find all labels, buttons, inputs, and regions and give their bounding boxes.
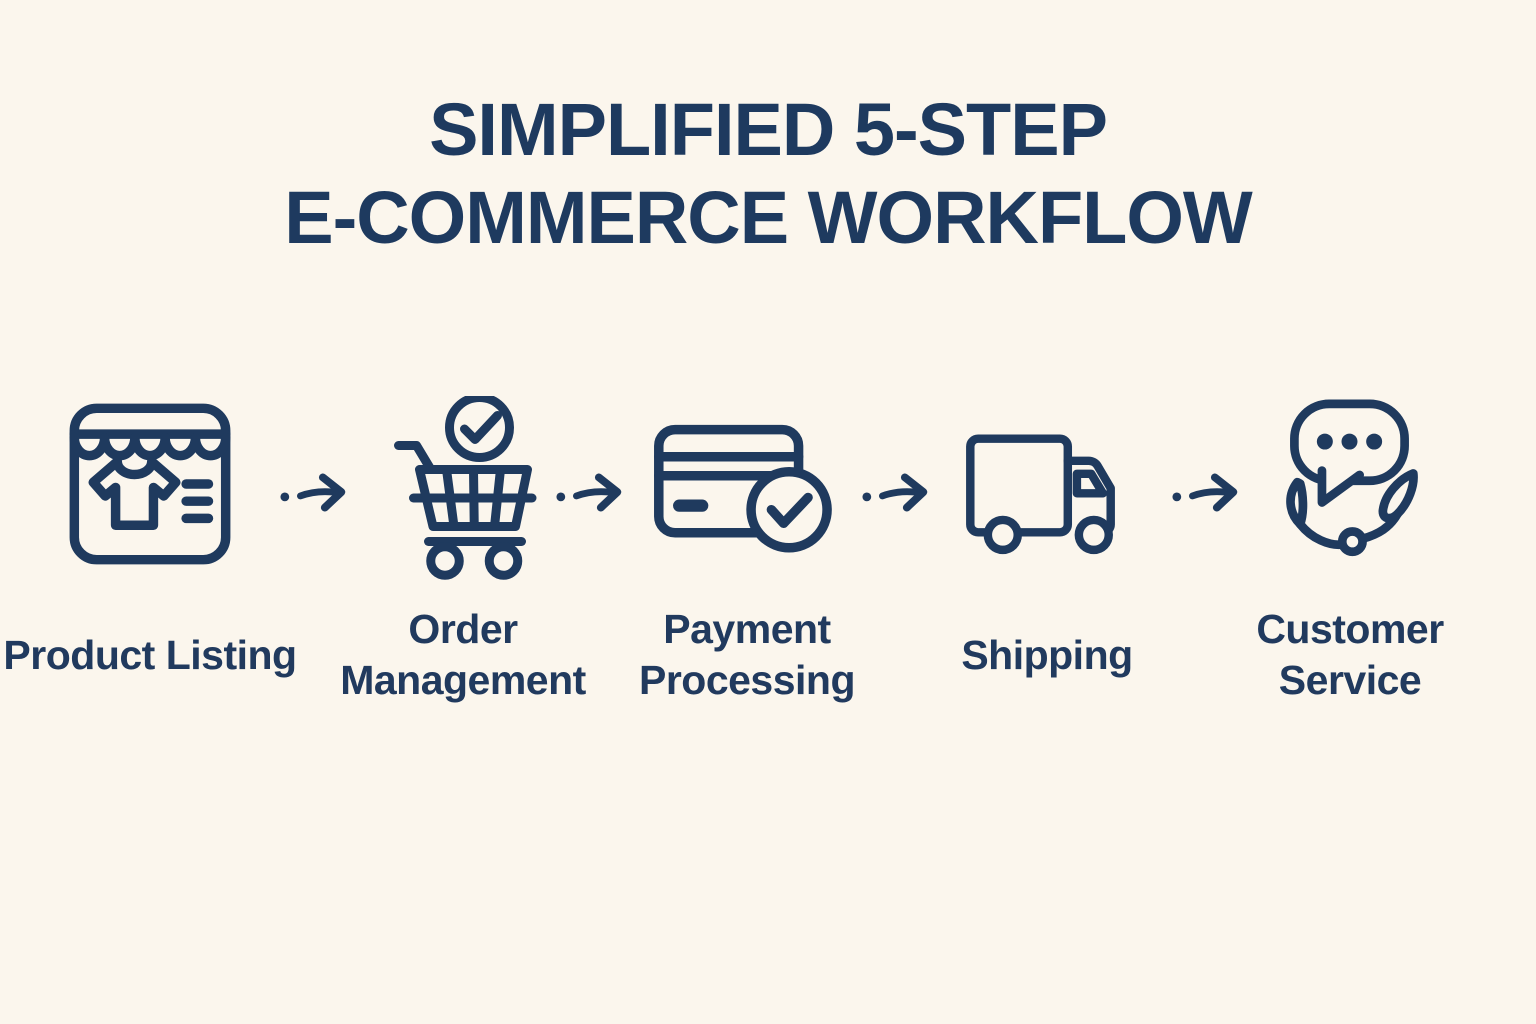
step-order-management: Order Management	[303, 380, 623, 720]
credit-card-check-icon	[654, 424, 832, 553]
page-title-line-2: E-COMMERCE WORKFLOW	[284, 176, 1253, 259]
step-label: Customer Service	[1256, 606, 1444, 703]
arrow-right-icon	[280, 473, 346, 512]
step-label: Order Management	[340, 606, 586, 703]
step-label: Product Listing	[3, 631, 297, 678]
arrow-right-icon	[862, 473, 928, 512]
storefront-icon	[69, 403, 231, 565]
step-payment-processing: Payment Processing	[587, 380, 907, 720]
page-title: SIMPLIFIED 5-STEP E-COMMERCE WORKFLOW	[0, 86, 1536, 262]
cart-check-icon	[394, 396, 537, 580]
step-label: Payment Processing	[638, 606, 856, 703]
page-title-line-1: SIMPLIFIED 5-STEP	[429, 88, 1108, 171]
arrow-right-icon	[1172, 473, 1238, 512]
step-customer-service: Customer Service	[1190, 380, 1510, 720]
step-product-listing: Product Listing	[0, 380, 310, 720]
chat-headset-icon	[1286, 399, 1418, 557]
step-label: Shipping	[961, 631, 1133, 678]
step-shipping: Shipping	[887, 380, 1207, 720]
delivery-truck-icon	[966, 434, 1115, 555]
arrow-right-icon	[556, 473, 622, 512]
